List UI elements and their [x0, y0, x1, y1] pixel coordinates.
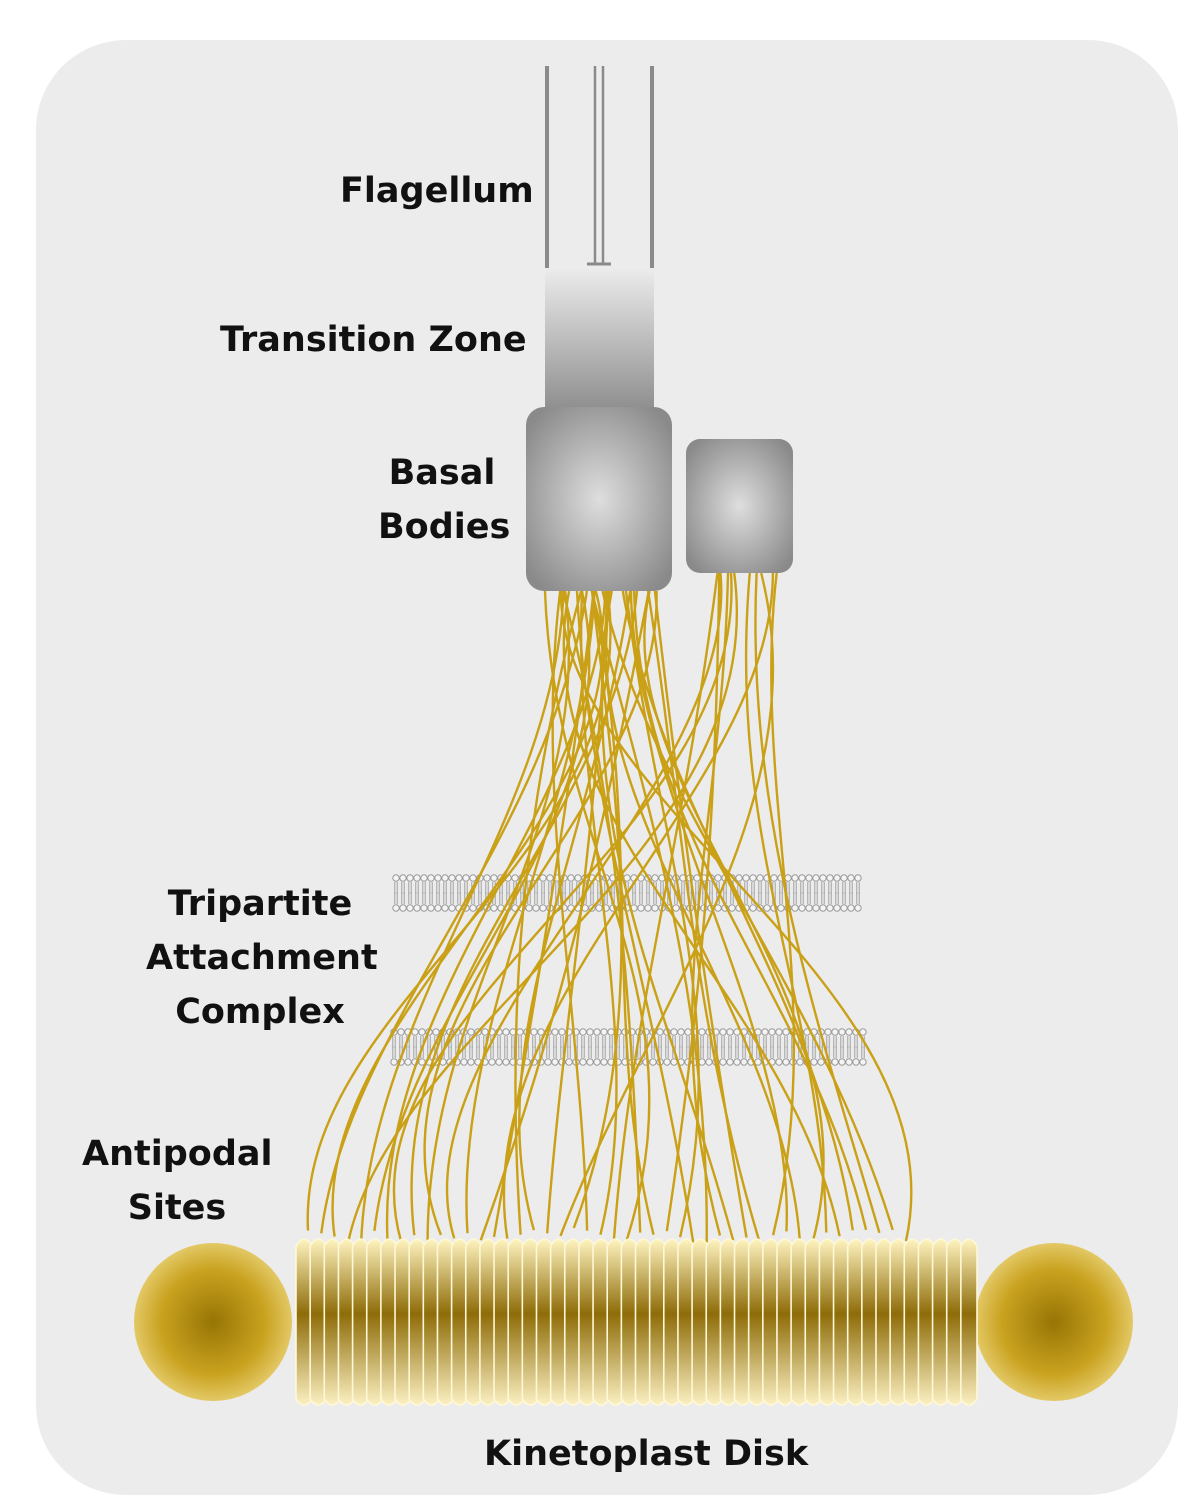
tac-filament	[629, 590, 788, 1232]
tac-filament	[559, 572, 775, 1237]
tac-filament	[559, 590, 913, 1242]
tac-filament	[653, 590, 748, 1238]
tac-filament	[575, 590, 695, 1244]
tac-filament	[385, 590, 607, 1244]
label-basal-bodies: Basal Bodies	[378, 453, 511, 547]
tac-filament	[691, 572, 730, 1236]
label-antipodal-sites: Antipodal Sites	[82, 1134, 273, 1228]
probasal-body	[686, 439, 793, 573]
tac-filament	[600, 590, 735, 1241]
tac-filament	[632, 590, 868, 1231]
tac-filament	[621, 590, 854, 1231]
tac-filament	[754, 572, 881, 1234]
label-tripartite-attachment-complex: Tripartite Attachment Complex	[146, 884, 378, 1032]
tac-filament	[514, 590, 583, 1235]
antipodal-site-left	[134, 1243, 292, 1401]
tac-filament	[612, 572, 719, 1244]
label-kinetoplast-disk: Kinetoplast Disk	[484, 1434, 809, 1474]
tac-filament	[601, 590, 894, 1231]
mature-basal-body	[526, 407, 672, 591]
tac-filament	[624, 590, 700, 1238]
tac-filament	[360, 590, 565, 1242]
tac-filament	[331, 590, 604, 1237]
tac-filament	[605, 590, 801, 1240]
tac-filament	[665, 572, 721, 1232]
label-flagellum: Flagellum	[340, 171, 534, 211]
tac-filament	[562, 590, 841, 1237]
kinetoplast-disk	[295, 1238, 978, 1406]
kinetoplast-disk-plate	[960, 1238, 978, 1406]
tac-filament	[646, 590, 761, 1244]
tac-filament	[579, 590, 618, 1235]
tac-filament	[446, 572, 723, 1239]
tac-filament	[346, 572, 738, 1244]
antipodal-site-right	[975, 1243, 1133, 1401]
tac-filament	[744, 572, 828, 1233]
tac-filaments	[306, 572, 913, 1244]
tac-filament	[543, 590, 651, 1240]
label-transition-zone: Transition Zone	[220, 320, 527, 360]
transition-zone-shaft	[545, 268, 654, 413]
